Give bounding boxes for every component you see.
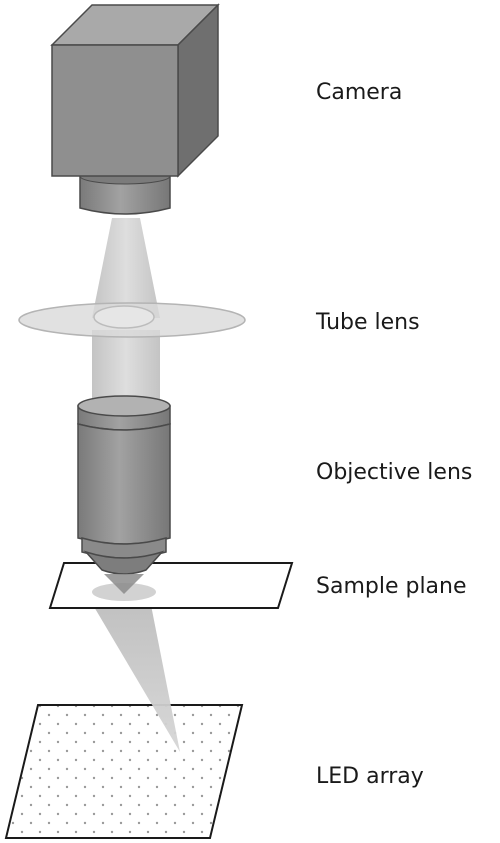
camera xyxy=(50,3,220,215)
camera-label: Camera xyxy=(316,80,403,105)
sample-plane xyxy=(48,562,294,609)
led-array xyxy=(4,704,244,839)
sample-plane-label: Sample plane xyxy=(316,574,467,599)
tube-lens xyxy=(18,302,246,338)
beam-upper xyxy=(92,218,160,318)
objective-lens-label: Objective lens xyxy=(316,460,473,485)
objective-lens xyxy=(77,395,171,594)
tube-lens-label: Tube lens xyxy=(316,310,420,335)
led-array-label: LED array xyxy=(316,764,424,789)
illumination-cone xyxy=(90,600,180,752)
